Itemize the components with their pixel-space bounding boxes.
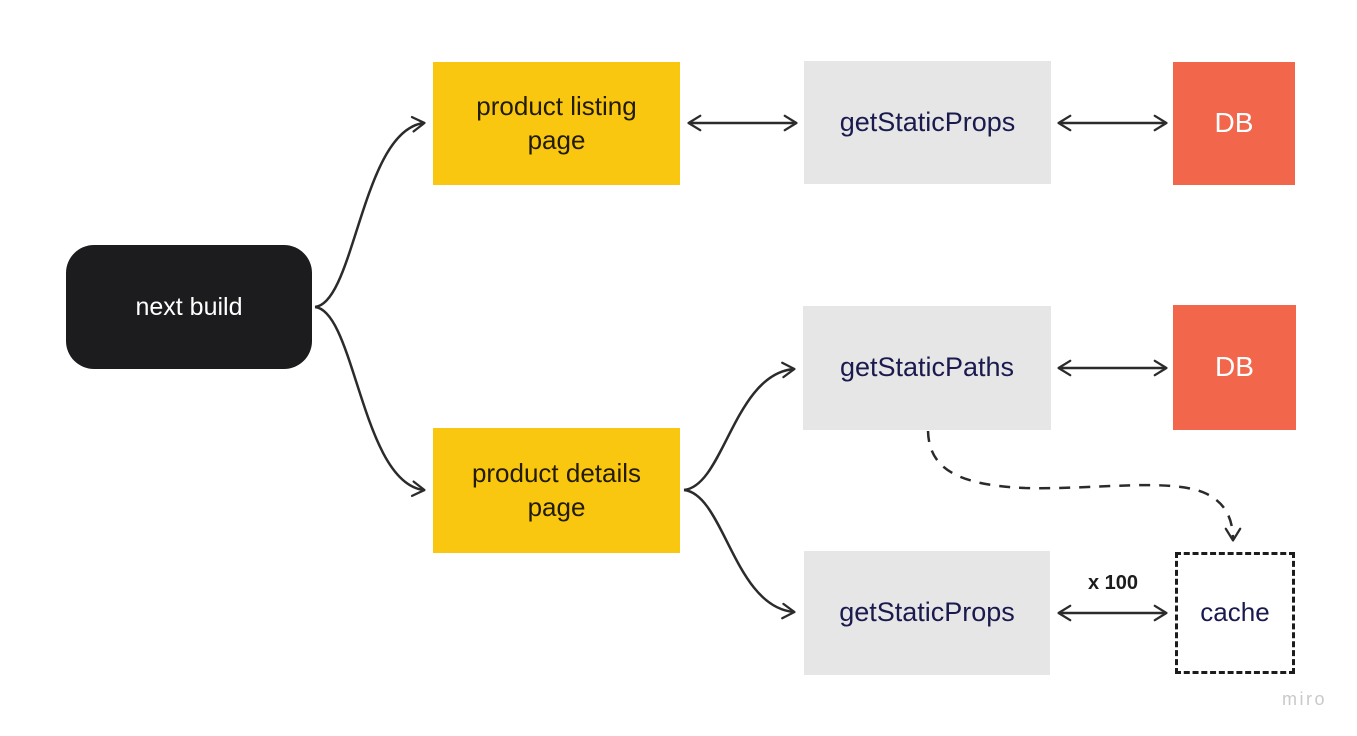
node-db-top[interactable]: DB xyxy=(1173,62,1295,185)
node-product-listing-page-label: product listing page xyxy=(476,90,637,155)
node-get-static-props-bottom[interactable]: getStaticProps xyxy=(804,551,1050,675)
node-get-static-props-top[interactable]: getStaticProps xyxy=(804,61,1051,184)
edge-nextbuild-to-listing xyxy=(314,116,426,309)
node-get-static-props-bottom-label: getStaticProps xyxy=(839,597,1015,628)
multiplier-label: x 100 xyxy=(1087,572,1139,594)
edge-details-to-getstaticpaths xyxy=(683,361,796,492)
node-db-mid[interactable]: DB xyxy=(1173,305,1296,430)
node-next-build[interactable]: next build xyxy=(66,245,312,369)
edge-nextbuild-to-details xyxy=(314,305,426,497)
node-get-static-paths[interactable]: getStaticPaths xyxy=(803,306,1051,430)
node-cache[interactable]: cache xyxy=(1175,552,1295,674)
node-next-build-label: next build xyxy=(135,292,243,321)
node-product-details-page[interactable]: product details page xyxy=(433,428,680,553)
node-get-static-props-top-label: getStaticProps xyxy=(839,106,1016,137)
node-product-listing-page[interactable]: product listing page xyxy=(433,62,680,185)
node-db-mid-label: DB xyxy=(1215,351,1254,383)
node-cache-label: cache xyxy=(1200,597,1270,628)
node-get-static-paths-label: getStaticPaths xyxy=(839,352,1015,383)
edge-details-to-getstaticprops xyxy=(683,488,796,620)
edge-getstaticpaths-to-cache-dashed xyxy=(926,430,1242,542)
node-product-details-page-label: product details page xyxy=(471,457,642,522)
miro-watermark: miro xyxy=(1282,689,1327,709)
node-db-top-label: DB xyxy=(1214,107,1254,139)
